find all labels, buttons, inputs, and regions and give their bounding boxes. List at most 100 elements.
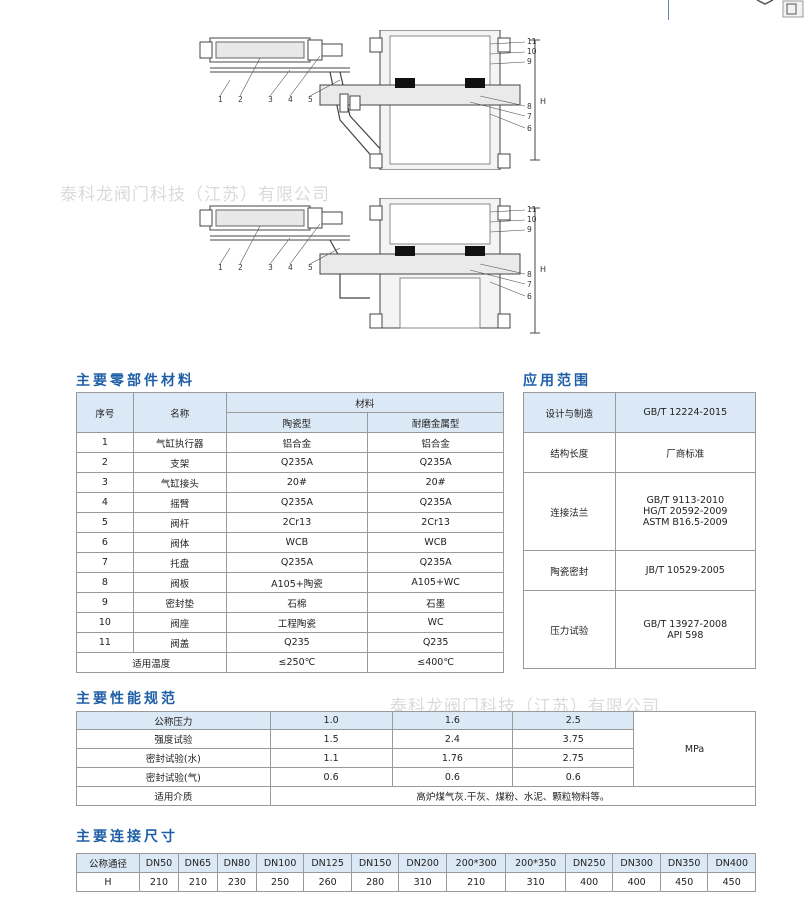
h-cell: 310 xyxy=(398,872,447,892)
material-no: 5 xyxy=(76,512,134,533)
material-name: 托盘 xyxy=(132,552,227,573)
h-label: H xyxy=(76,872,140,892)
connection-title: 主要连接尺寸 xyxy=(76,829,178,845)
toolbar-icons xyxy=(756,0,804,18)
material-no: 11 xyxy=(76,632,134,653)
h-cell: 210 xyxy=(139,872,179,892)
material-ceramic: 工程陶瓷 xyxy=(225,612,369,633)
app-value-3: JB/T 10529-2005 xyxy=(614,550,757,591)
material-metal: 20# xyxy=(367,472,504,493)
material-no: 7 xyxy=(76,552,134,573)
callout-1: 1 xyxy=(218,95,223,104)
seal-water-2: 1.76 xyxy=(391,748,514,768)
app-value-2: GB/T 9113-2010 HG/T 20592-2009 ASTM B16.… xyxy=(614,472,757,551)
app-label-1: 结构长度 xyxy=(523,432,616,473)
h-cell: 450 xyxy=(659,872,709,892)
material-name: 气缸执行器 xyxy=(132,432,227,453)
dn-cell: 200*350 xyxy=(505,853,566,873)
app-label-4: 压力试验 xyxy=(523,590,616,669)
material-name: 阀杆 xyxy=(132,512,227,533)
nominal-1: 1.0 xyxy=(269,711,393,730)
material-ceramic: Q235A xyxy=(225,552,369,573)
callout-4-b: 4 xyxy=(288,263,293,272)
seal-air-label: 密封试验(气) xyxy=(76,767,271,787)
material-ceramic: Q235 xyxy=(225,632,369,653)
valve-diagram-bottom: H 11 10 9 8 7 6 1 2 3 4 5 xyxy=(199,198,546,334)
callout-3-b: 3 xyxy=(268,263,273,272)
callout-8: 8 xyxy=(527,102,532,111)
app-value-4: GB/T 13927-2008 API 598 xyxy=(614,590,757,669)
callout-7-b: 7 xyxy=(527,280,532,289)
callout-6-b: 6 xyxy=(527,292,532,301)
h-dimension-label-2: H xyxy=(540,265,546,274)
performance-title: 主要性能规范 xyxy=(76,691,178,707)
temp-ceramic: ≤250℃ xyxy=(225,652,369,673)
dn-cell: DN300 xyxy=(612,853,661,873)
corner-toolbar xyxy=(745,0,805,22)
nominal-2: 1.6 xyxy=(391,711,514,730)
callout-11-b: 11 xyxy=(527,205,537,214)
seal-water-3: 2.75 xyxy=(512,748,635,768)
callout-5: 5 xyxy=(308,95,313,104)
nominal-3: 2.5 xyxy=(512,711,635,730)
app-label-2: 连接法兰 xyxy=(523,472,616,551)
performance-table: 公称压力 1.0 1.6 2.5 MPa 强度试验 1.5 2.4 3.75 密… xyxy=(76,711,757,806)
strength-1: 1.5 xyxy=(269,729,393,749)
h-cell: 400 xyxy=(612,872,661,892)
dn-cell: DN125 xyxy=(303,853,352,873)
material-metal: Q235A xyxy=(367,492,504,513)
h-dimension-label: H xyxy=(540,97,546,106)
app-label-0: 设计与制造 xyxy=(523,392,616,433)
h-cell: 280 xyxy=(350,872,400,892)
material-metal: 石墨 xyxy=(367,592,504,613)
callout-2-b: 2 xyxy=(238,263,243,272)
dn-cell: DN50 xyxy=(139,853,179,873)
medium-label: 适用介质 xyxy=(76,786,271,806)
callout-5-b: 5 xyxy=(308,263,313,272)
h-cell: 310 xyxy=(505,872,566,892)
material-ceramic: 2Cr13 xyxy=(225,512,369,533)
strength-2: 2.4 xyxy=(391,729,514,749)
h-cell: 400 xyxy=(564,872,614,892)
material-no: 6 xyxy=(76,532,134,553)
material-ceramic: WCB xyxy=(225,532,369,553)
material-ceramic: 石棉 xyxy=(225,592,369,613)
dn-cell: DN250 xyxy=(564,853,614,873)
col-no: 序号 xyxy=(76,392,134,433)
col-metal: 耐磨金属型 xyxy=(367,412,504,433)
unit-cell: MPa xyxy=(633,711,756,787)
medium-value: 高炉煤气灰.干灰、煤粉、水泥、颗粒物料等。 xyxy=(269,786,757,806)
col-ceramic: 陶瓷型 xyxy=(225,412,369,433)
temp-metal: ≤400℃ xyxy=(367,652,504,673)
strength-3: 3.75 xyxy=(512,729,635,749)
callout-2: 2 xyxy=(238,95,243,104)
callout-4: 4 xyxy=(288,95,293,104)
app-value-0: GB/T 12224-2015 xyxy=(614,392,757,433)
strength-label: 强度试验 xyxy=(76,729,271,749)
material-no: 1 xyxy=(76,432,134,453)
dn-cell: DN65 xyxy=(177,853,218,873)
app-label-3: 陶瓷密封 xyxy=(523,550,616,591)
callout-1-b: 1 xyxy=(218,263,223,272)
seal-air-3: 0.6 xyxy=(512,767,635,787)
material-no: 3 xyxy=(76,472,134,493)
h-cell: 450 xyxy=(707,872,756,892)
material-no: 2 xyxy=(76,452,134,473)
dn-cell: DN100 xyxy=(255,853,305,873)
material-no: 9 xyxy=(76,592,134,613)
material-no: 4 xyxy=(76,492,134,513)
material-name: 密封垫 xyxy=(132,592,227,613)
callout-9: 9 xyxy=(527,57,532,66)
material-name: 摇臂 xyxy=(132,492,227,513)
h-cell: 230 xyxy=(216,872,257,892)
